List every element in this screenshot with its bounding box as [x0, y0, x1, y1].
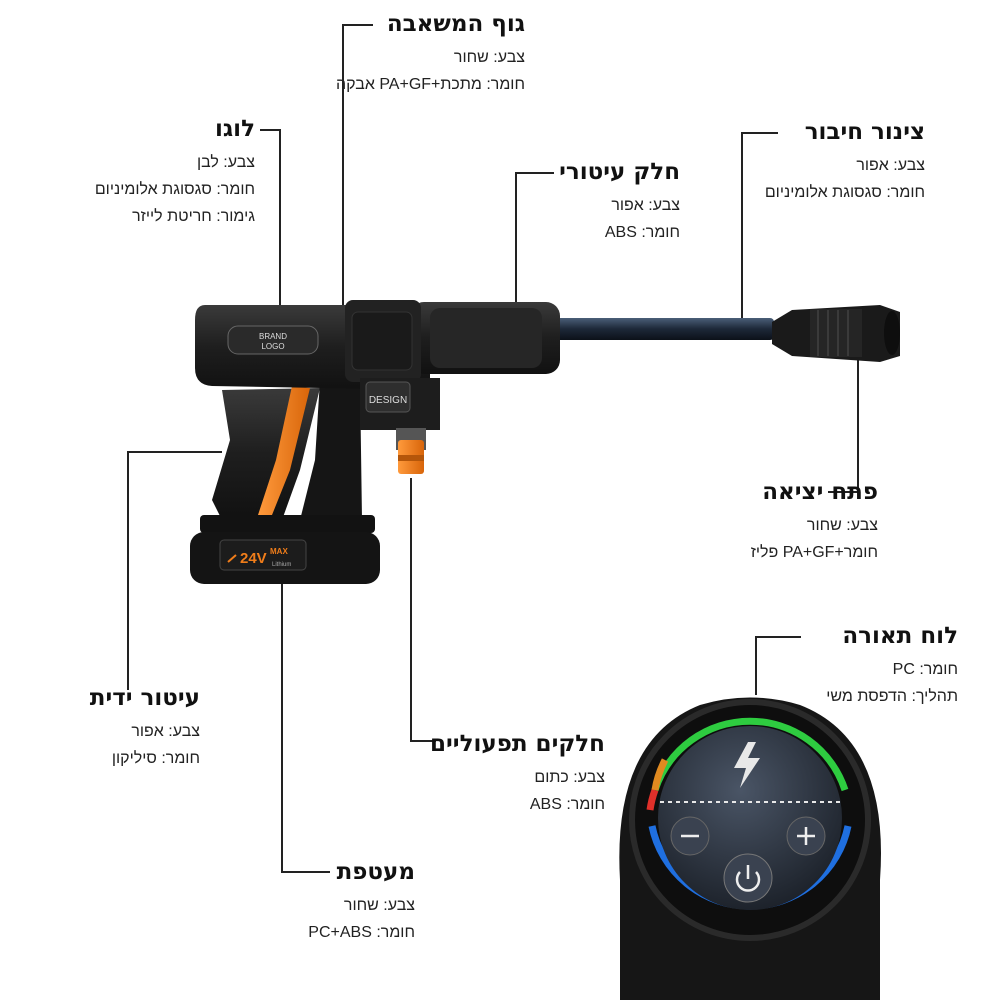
callout-line: חומר: ABS [604, 224, 680, 241]
callout-line: חומר: מתכת+PA+GF אבקה [335, 76, 525, 93]
callout-line: תהליך: הדפסת משי [826, 688, 958, 705]
battery-sub: Lithium [272, 562, 291, 568]
callout-title: מעטפת [336, 859, 415, 885]
callout-title: חלק עיטורי [559, 159, 680, 185]
callout-decorative-part: חלק עיטורי צבע: אפור חומר: ABS [559, 158, 680, 246]
logo-text-logo: LOGO [261, 342, 284, 351]
callout-line: צבע: אפור [131, 723, 200, 740]
leader-lines [127, 24, 859, 873]
callout-title: צינור חיבור [804, 119, 925, 145]
callout-handle-trim: עיטור ידית צבע: אפור חומר: סיליקון [90, 684, 200, 772]
callout-title: עיטור ידית [89, 685, 200, 711]
callout-connecting-pipe: צינור חיבור צבע: אפור חומר: סגסוגת אלומי… [765, 118, 925, 206]
callout-functional-parts: חלקים תפעוליים צבע: כתום חומר: ABS [430, 730, 605, 818]
callout-title: פתח יציאה [762, 479, 878, 505]
callout-line: חומר+PA+GF פליז [750, 544, 878, 561]
callout-line: צבע: שחור [806, 517, 878, 534]
callout-title: חלקים תפעוליים [430, 731, 605, 757]
design-label: DESIGN [369, 395, 407, 406]
callout-line: חומר: PC [892, 661, 958, 678]
spray-gun: DESIGN BRAND LOGO 24V MAX Lithium [190, 300, 900, 584]
callout-logo: לוגו צבע: לבן חומר: סגסוגת אלומיניום גימ… [95, 115, 255, 230]
logo-text-brand: BRAND [259, 332, 287, 341]
callout-line: צבע: אפור [611, 197, 680, 214]
callout-line: חומר: סגסוגת אלומיניום [94, 181, 255, 198]
bolt-icon [734, 742, 760, 788]
callout-title: לוח תאורה [842, 623, 958, 649]
light-panel [619, 697, 881, 1000]
callout-line: צבע: לבן [196, 154, 255, 171]
callout-title: גוף המשאבה [386, 11, 525, 37]
callout-outlet: פתח יציאה צבע: שחור חומר+PA+GF פליז [751, 478, 878, 566]
plus-button[interactable] [786, 816, 826, 856]
callout-line: חומר: סגסוגת אלומיניום [764, 184, 925, 201]
callout-line: צבע: שחור [343, 897, 415, 914]
callout-title: לוגו [215, 116, 255, 142]
battery-max: MAX [270, 547, 288, 556]
minus-button[interactable] [670, 816, 710, 856]
callout-pump-body: גוף המשאבה צבע: שחור חומר: מתכת+PA+GF אב… [336, 10, 525, 98]
callout-light-panel: לוח תאורה חומר: PC תהליך: הדפסת משי [826, 622, 958, 710]
power-icon [735, 865, 761, 892]
callout-line: גימור: חריטת לייזר [132, 208, 255, 225]
battery-voltage: 24V [240, 550, 267, 567]
callout-line: צבע: אפור [856, 157, 925, 174]
plus-icon [797, 827, 815, 845]
callout-shell: מעטפת צבע: שחור חומר: PC+ABS [308, 858, 415, 946]
callout-line: צבע: שחור [453, 49, 525, 66]
callout-line: חומר: סיליקון [111, 750, 200, 767]
callout-line: חומר: ABS [529, 796, 605, 813]
power-button[interactable] [723, 853, 773, 903]
callout-line: חומר: PC+ABS [308, 924, 415, 941]
callout-line: צבע: כתום [534, 769, 605, 786]
